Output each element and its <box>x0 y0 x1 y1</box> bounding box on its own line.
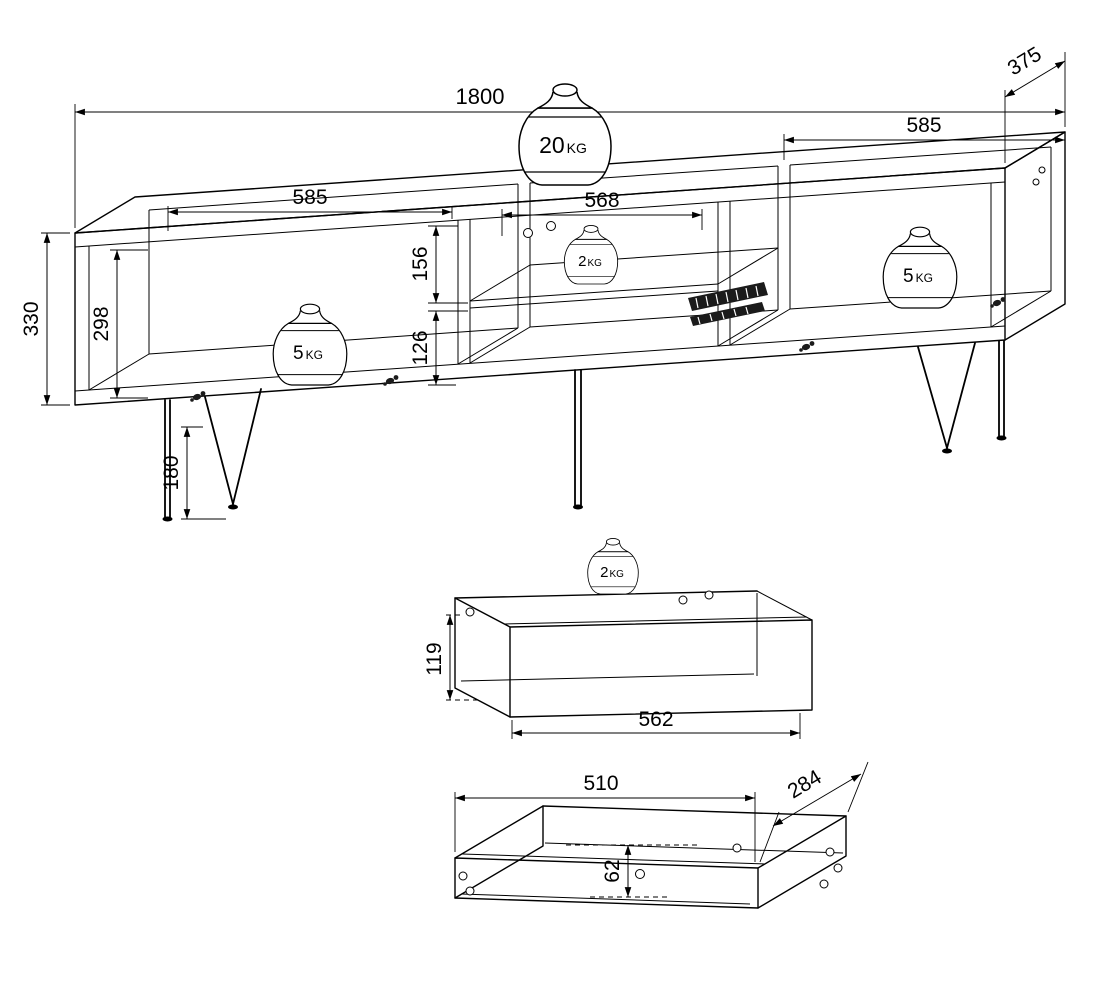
shelf-pin-hole <box>523 228 533 238</box>
svg-text:2KG: 2KG <box>578 253 602 270</box>
dim-right-section: 585 <box>783 114 1065 160</box>
shelf-pin-hole <box>546 221 556 231</box>
screw-hole <box>825 847 835 857</box>
dim-tray-width: 510 <box>454 772 756 862</box>
cabinet-legs <box>162 340 1007 522</box>
screw-hole <box>833 863 843 873</box>
screw-hole <box>678 595 688 605</box>
dim-total-height: 330 <box>20 232 70 406</box>
dim-label-119: 119 <box>423 642 446 675</box>
hardware-rail <box>688 282 768 326</box>
dim-label-180: 180 <box>160 455 183 490</box>
shelf-pin-hole <box>1032 178 1040 186</box>
dim-label-62: 62 <box>601 859 624 882</box>
dim-leg-height: 180 <box>160 426 226 520</box>
svg-text:5KG: 5KG <box>293 343 323 364</box>
screw-hole <box>819 879 829 889</box>
dim-tray-inner-height: 62 <box>566 844 700 898</box>
dim-lower-shelf-space: 126 <box>409 310 468 386</box>
screw-hole <box>465 886 475 896</box>
screw-hole <box>732 843 742 853</box>
dim-label-330: 330 <box>20 301 43 336</box>
middle-shelf <box>469 247 779 309</box>
dim-label-585-left: 585 <box>292 186 327 209</box>
dim-interior-height: 298 <box>90 249 148 399</box>
dim-label-126: 126 <box>409 330 432 365</box>
dim-middle-section: 568 <box>501 189 703 236</box>
weight-2kg-shelf-icon: 2KG <box>563 224 619 285</box>
dim-label-568: 568 <box>584 189 619 212</box>
screw-hole <box>635 869 645 879</box>
screw-hole <box>458 871 468 881</box>
dim-label-156: 156 <box>409 246 432 281</box>
dim-label-585-right: 585 <box>906 114 941 137</box>
drawer-body <box>454 590 813 718</box>
tray-view: 510 284 62 <box>454 761 869 909</box>
main-unit-view: 1800 375 585 585 568 330 <box>20 43 1066 522</box>
screw-hole <box>465 607 475 617</box>
weight-2kg-drawer-icon: 2KG <box>587 538 639 595</box>
dim-label-562: 562 <box>638 708 673 731</box>
cabinet-carcass <box>74 131 1066 406</box>
dim-drawer-width: 562 <box>511 708 801 739</box>
dim-label-1800: 1800 <box>456 84 505 109</box>
svg-text:5KG: 5KG <box>903 266 933 287</box>
screw-hole <box>704 590 714 600</box>
dim-upper-shelf-space: 156 <box>409 225 468 304</box>
drawer-view: 119 562 2KG <box>423 538 813 739</box>
dim-label-510: 510 <box>583 772 618 795</box>
middle-compartment-interior <box>469 165 779 364</box>
dim-drawer-height: 119 <box>423 614 478 701</box>
dim-label-298: 298 <box>90 306 113 341</box>
shelf-pin-hole <box>1038 166 1046 174</box>
svg-text:2KG: 2KG <box>600 564 624 581</box>
dim-left-section: 585 <box>167 186 453 231</box>
